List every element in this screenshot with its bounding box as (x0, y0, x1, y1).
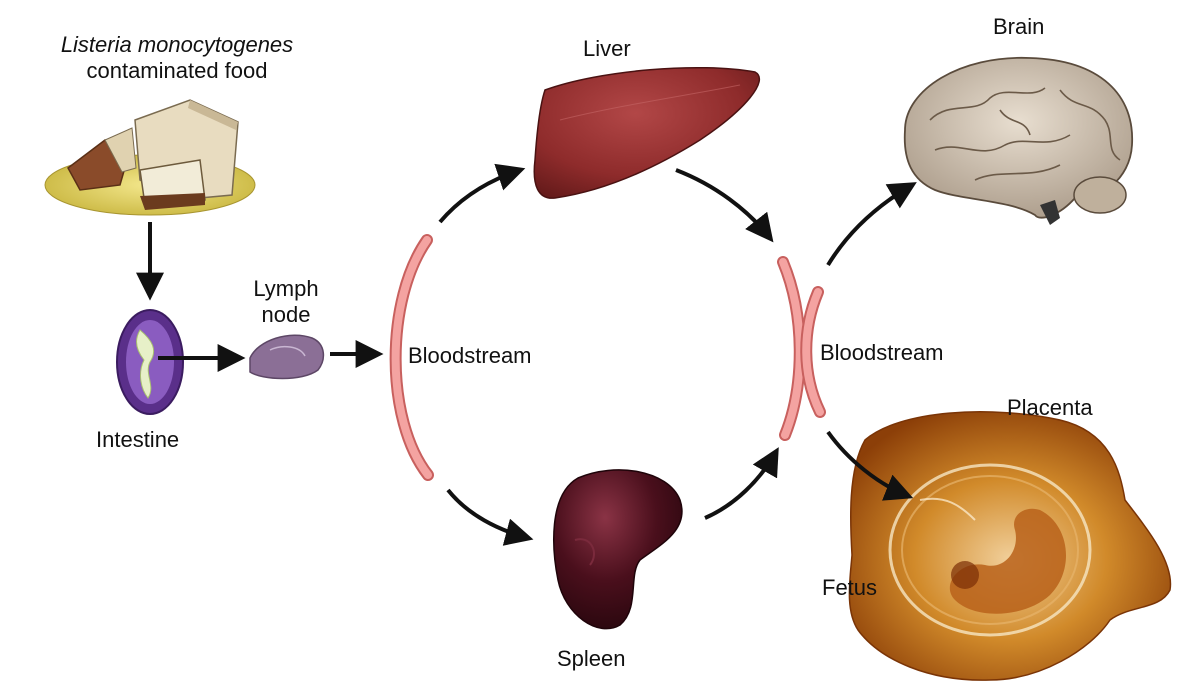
intestine-image (117, 310, 183, 414)
spleen-label: Spleen (557, 646, 626, 672)
contaminated-food-image (45, 100, 255, 215)
arrow-bloodstream-to-liver (440, 170, 520, 222)
lymph-node-label-line2: node (236, 302, 336, 328)
bloodstream-right-label: Bloodstream (820, 340, 944, 366)
brain-label: Brain (993, 14, 1044, 40)
lymph-node-image (250, 335, 323, 378)
brain-image (905, 58, 1132, 225)
intestine-label: Intestine (96, 427, 179, 453)
food-species-label: Listeria monocytogenes (12, 32, 342, 58)
arrow-bloodstream-to-spleen (448, 490, 528, 538)
arrow-liver-to-bloodstream (676, 170, 770, 238)
bloodstream-vessel-right-b (806, 292, 820, 412)
placenta-label: Placenta (1007, 395, 1093, 421)
liver-image (534, 68, 759, 198)
bloodstream-vessel-right-a (783, 262, 800, 435)
spleen-image (554, 470, 682, 629)
arrow-bloodstream-to-brain (828, 185, 912, 265)
bloodstream-left-label: Bloodstream (408, 343, 532, 369)
food-label: Listeria monocytogenes contaminated food (12, 32, 342, 84)
fetus-label: Fetus (822, 575, 877, 601)
food-description-label: contaminated food (12, 58, 342, 84)
lymph-node-label: Lymph node (236, 276, 336, 328)
lymph-node-label-line1: Lymph (236, 276, 336, 302)
arrow-spleen-to-bloodstream (705, 452, 776, 518)
liver-label: Liver (583, 36, 631, 62)
placenta-fetus-image (849, 412, 1170, 680)
